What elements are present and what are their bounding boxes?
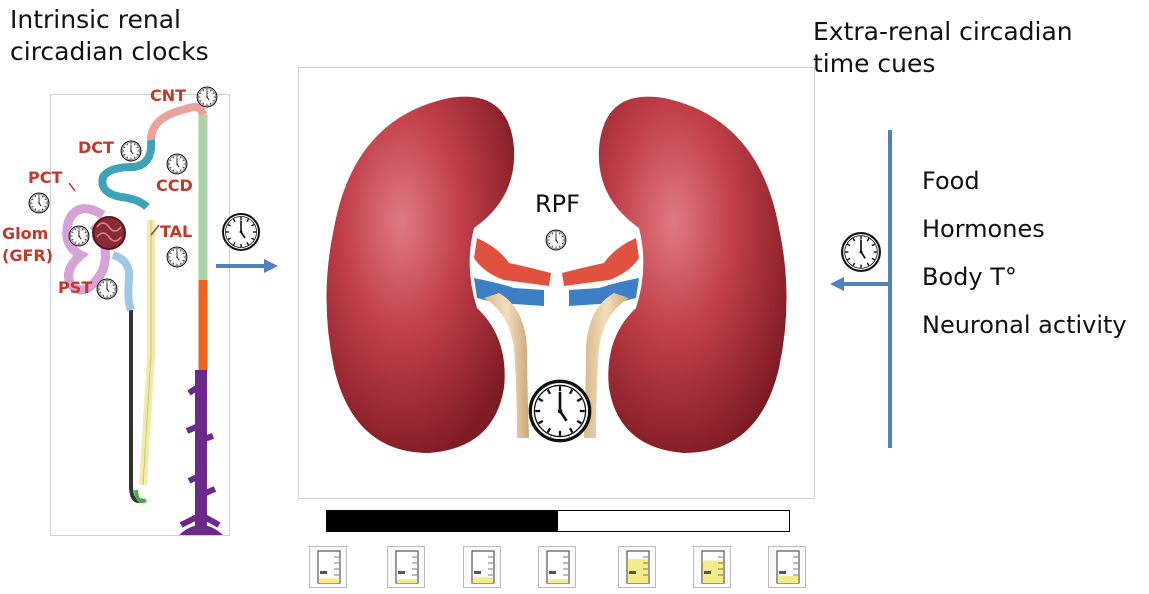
urine-level <box>473 577 494 583</box>
time-cue-connector <box>826 128 896 450</box>
time-cue-hormones: Hormones <box>922 215 1045 243</box>
ccd-label: CCD <box>156 176 193 195</box>
clock-icon <box>120 140 142 162</box>
pct-label: PCT <box>28 168 62 187</box>
extra-renal-heading: Extra-renal circadian time cues <box>813 16 1073 80</box>
glom-label: Glom <box>2 224 48 243</box>
gfr-label: (GFR) <box>2 246 53 265</box>
light-dark-bar <box>326 510 790 532</box>
dct-label: DCT <box>78 138 114 157</box>
urine-level <box>548 579 569 583</box>
tal-label: TAL <box>160 222 192 241</box>
rpf-label: RPF <box>535 190 580 218</box>
pst-label: PST <box>58 278 92 297</box>
cnt-label: CNT <box>150 86 186 105</box>
clock-icon <box>196 86 218 108</box>
time-cue-food: Food <box>922 167 980 195</box>
clock-icon <box>96 278 118 300</box>
extra-renal-heading-line1: Extra-renal circadian <box>813 16 1073 48</box>
intrinsic-heading-line1: Intrinsic renal <box>10 4 209 36</box>
beaker-icon <box>693 546 731 588</box>
intrinsic-heading-line2: circadian clocks <box>10 36 209 68</box>
clock-icon <box>221 212 261 252</box>
clock-icon <box>840 231 882 273</box>
intrinsic-heading: Intrinsic renal circadian clocks <box>10 4 209 68</box>
extra-renal-heading-line2: time cues <box>813 48 1073 80</box>
time-cue-neuronal-activity: Neuronal activity <box>922 311 1127 339</box>
beaker-icon <box>618 546 656 588</box>
beaker-icon <box>463 546 501 588</box>
beaker-icon <box>538 546 576 588</box>
beaker-icon <box>768 546 806 588</box>
dark-phase-fill <box>327 511 558 531</box>
urine-level <box>397 579 418 583</box>
clock-icon <box>166 153 188 175</box>
clock-icon <box>68 225 90 247</box>
time-cue-body-temperature: Body T° <box>922 263 1017 291</box>
clock-icon <box>28 192 50 214</box>
clock-icon <box>545 229 567 251</box>
beaker-icon <box>309 546 347 588</box>
clock-icon <box>166 246 188 268</box>
urine-level <box>319 578 340 583</box>
urine-level <box>778 576 799 583</box>
clock-icon <box>527 378 593 444</box>
arrow-icon <box>216 257 280 275</box>
beaker-icon <box>387 546 425 588</box>
